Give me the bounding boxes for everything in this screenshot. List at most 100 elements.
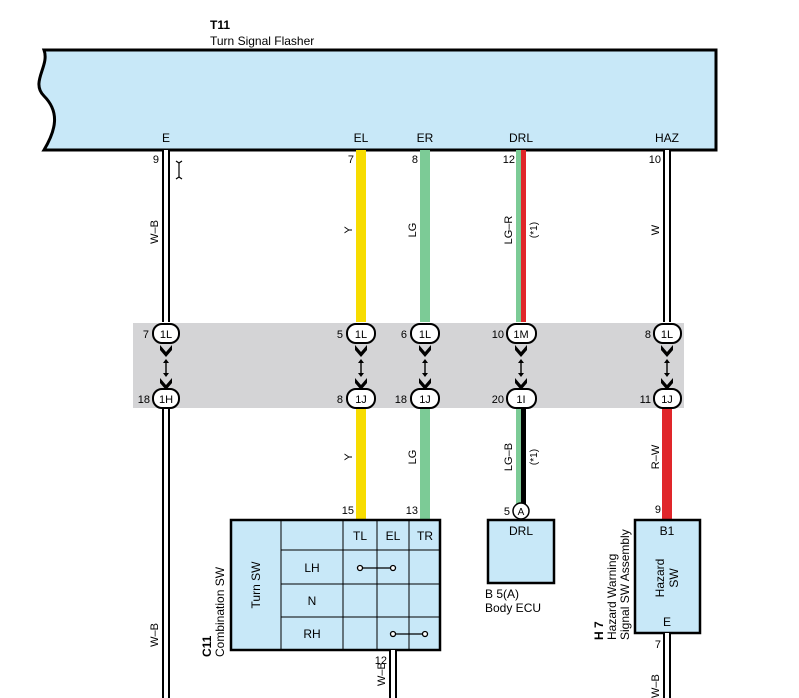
junction-top-drl-code: 1M <box>513 329 528 341</box>
wire-note-drl-lower: (*1) <box>529 449 540 465</box>
comb-sw-row-lh: LH <box>304 561 319 575</box>
wire-el-lower <box>356 408 366 520</box>
junction-bottom-e-code: 1H <box>159 394 173 406</box>
junction-top-e: 7 1L <box>143 323 180 344</box>
junction-top-drl: 10 1M <box>492 323 537 344</box>
hazard-sw-pin-top-num: 9 <box>655 504 661 516</box>
wire-code-haz-lower: R–W <box>650 444 662 469</box>
hazard-sw-pin-b1: B1 <box>660 524 675 538</box>
junction-bottom-er: 18 1J <box>395 388 440 409</box>
junction-top-haz-code: 1L <box>661 329 673 341</box>
junction-top-haz: 8 1L <box>645 323 682 344</box>
hazard-sw-name-1: Hazard Warning <box>605 554 619 640</box>
hazard-sw-pin-e: E <box>663 615 671 629</box>
wire-el-upper <box>356 150 366 322</box>
junction-top-el-code: 1L <box>355 329 367 341</box>
comb-sw-col-el: EL <box>386 529 401 543</box>
wire-code-el: Y <box>343 226 355 234</box>
wire-drl-upper <box>516 150 526 322</box>
body-ecu-connector-letter: A <box>518 507 525 518</box>
wire-drl-lower <box>516 408 526 504</box>
junction-bottom-drl-num: 20 <box>492 394 504 406</box>
wire-code-e-bottom: W–B <box>149 623 161 647</box>
flasher-pin-num-e: 9 <box>153 154 159 166</box>
junction-bottom-drl-code: 1I <box>516 394 525 406</box>
flasher-code: T11 <box>210 18 230 32</box>
junction-top-er-code: 1L <box>419 329 431 341</box>
flasher-pin-num-haz: 10 <box>649 154 661 166</box>
junction-top-el-num: 5 <box>337 329 343 341</box>
junction-bottom-e-num: 18 <box>138 394 150 406</box>
wire-haz-upper <box>663 150 671 322</box>
hazard-sw-label-2: SW <box>667 568 681 588</box>
wire-e-lower <box>162 408 170 698</box>
hazard-sw-pin-bottom-num: 7 <box>655 639 661 651</box>
junction-top-drl-num: 10 <box>492 329 504 341</box>
combination-sw-block <box>229 518 442 652</box>
comb-sw-name: Combination SW <box>213 566 227 657</box>
flasher-pin-label-er: ER <box>417 131 434 145</box>
flasher-pin-label-drl: DRL <box>509 131 533 145</box>
comb-sw-pin-tr-num: 13 <box>406 505 418 517</box>
comb-sw-row-rh: RH <box>303 627 320 641</box>
junction-bottom-e: 18 1H <box>138 388 180 409</box>
wire-code-e: W–B <box>149 220 161 244</box>
junction-top-e-num: 7 <box>143 329 149 341</box>
body-ecu-code: B 5(A) <box>485 587 519 601</box>
junction-bottom-drl: 20 1I <box>492 388 537 409</box>
junction-top-haz-num: 8 <box>645 329 651 341</box>
junction-top-e-code: 1L <box>160 329 172 341</box>
wire-hazard-sw-bottom <box>663 633 671 698</box>
junction-bottom-er-code: 1J <box>419 394 431 406</box>
comb-sw-pin-bottom-num: 12 <box>375 655 387 667</box>
wire-haz-lower <box>662 408 672 520</box>
junction-bottom-haz-code: 1J <box>661 394 673 406</box>
flasher-pin-label-el: EL <box>354 131 369 145</box>
junction-bottom-el-code: 1J <box>355 394 367 406</box>
wire-e-upper <box>162 150 170 322</box>
junction-connector-band <box>133 323 684 408</box>
hazard-sw-label-1: Hazard <box>653 559 667 598</box>
body-ecu-block <box>486 518 556 585</box>
junction-bottom-er-num: 18 <box>395 394 407 406</box>
wire-code-el-lower: Y <box>343 453 355 461</box>
body-ecu-drl-label: DRL <box>509 524 533 538</box>
wire-note-drl-upper: (*1) <box>529 222 540 238</box>
wire-code-haz: W <box>650 224 662 235</box>
flasher-pin-label-e: E <box>162 131 170 145</box>
flasher-pin-label-haz: HAZ <box>655 131 679 145</box>
comb-sw-col-tl: TL <box>353 529 367 543</box>
wire-comb-sw-bottom <box>389 650 397 698</box>
hazard-sw-block <box>633 518 702 635</box>
junction-bottom-haz: 11 1J <box>640 388 682 409</box>
junction-bottom-el: 8 1J <box>337 388 376 409</box>
wire-er-lower <box>420 408 430 520</box>
junction-top-er: 6 1L <box>401 323 440 344</box>
junction-top-el: 5 1L <box>337 323 376 344</box>
turn-signal-flasher-block <box>37 48 718 152</box>
junction-bottom-el-num: 8 <box>337 394 343 406</box>
body-ecu-name: Body ECU <box>485 601 541 615</box>
switch-contact-rh <box>389 630 429 638</box>
comb-sw-row-n: N <box>308 594 317 608</box>
flasher-pin-num-drl: 12 <box>503 154 515 166</box>
wire-er-upper <box>420 150 430 322</box>
hazard-sw-bottom-wire-code: W–B <box>650 674 662 698</box>
hazard-sw-name-2: Signal SW Assembly <box>618 529 632 640</box>
wire-code-drl: LG–R <box>503 216 515 245</box>
body-ecu-connector-marker: A <box>512 502 530 520</box>
switch-contact-lh <box>356 564 397 572</box>
flasher-name: Turn Signal Flasher <box>210 34 314 48</box>
wire-code-er-lower: LG <box>407 450 419 465</box>
comb-sw-code: C11 <box>200 635 214 657</box>
turn-sw-label: Turn SW <box>249 561 263 609</box>
text-cursor-icon <box>175 160 183 180</box>
wire-code-drl-lower: LG–B <box>503 443 515 471</box>
flasher-pin-num-er: 8 <box>412 154 418 166</box>
junction-link-arrows <box>160 345 673 390</box>
flasher-pin-num-el: 7 <box>348 154 354 166</box>
comb-sw-bottom-wire-code: W–B <box>376 662 388 686</box>
comb-sw-col-tr: TR <box>417 529 433 543</box>
junction-top-er-num: 6 <box>401 329 407 341</box>
